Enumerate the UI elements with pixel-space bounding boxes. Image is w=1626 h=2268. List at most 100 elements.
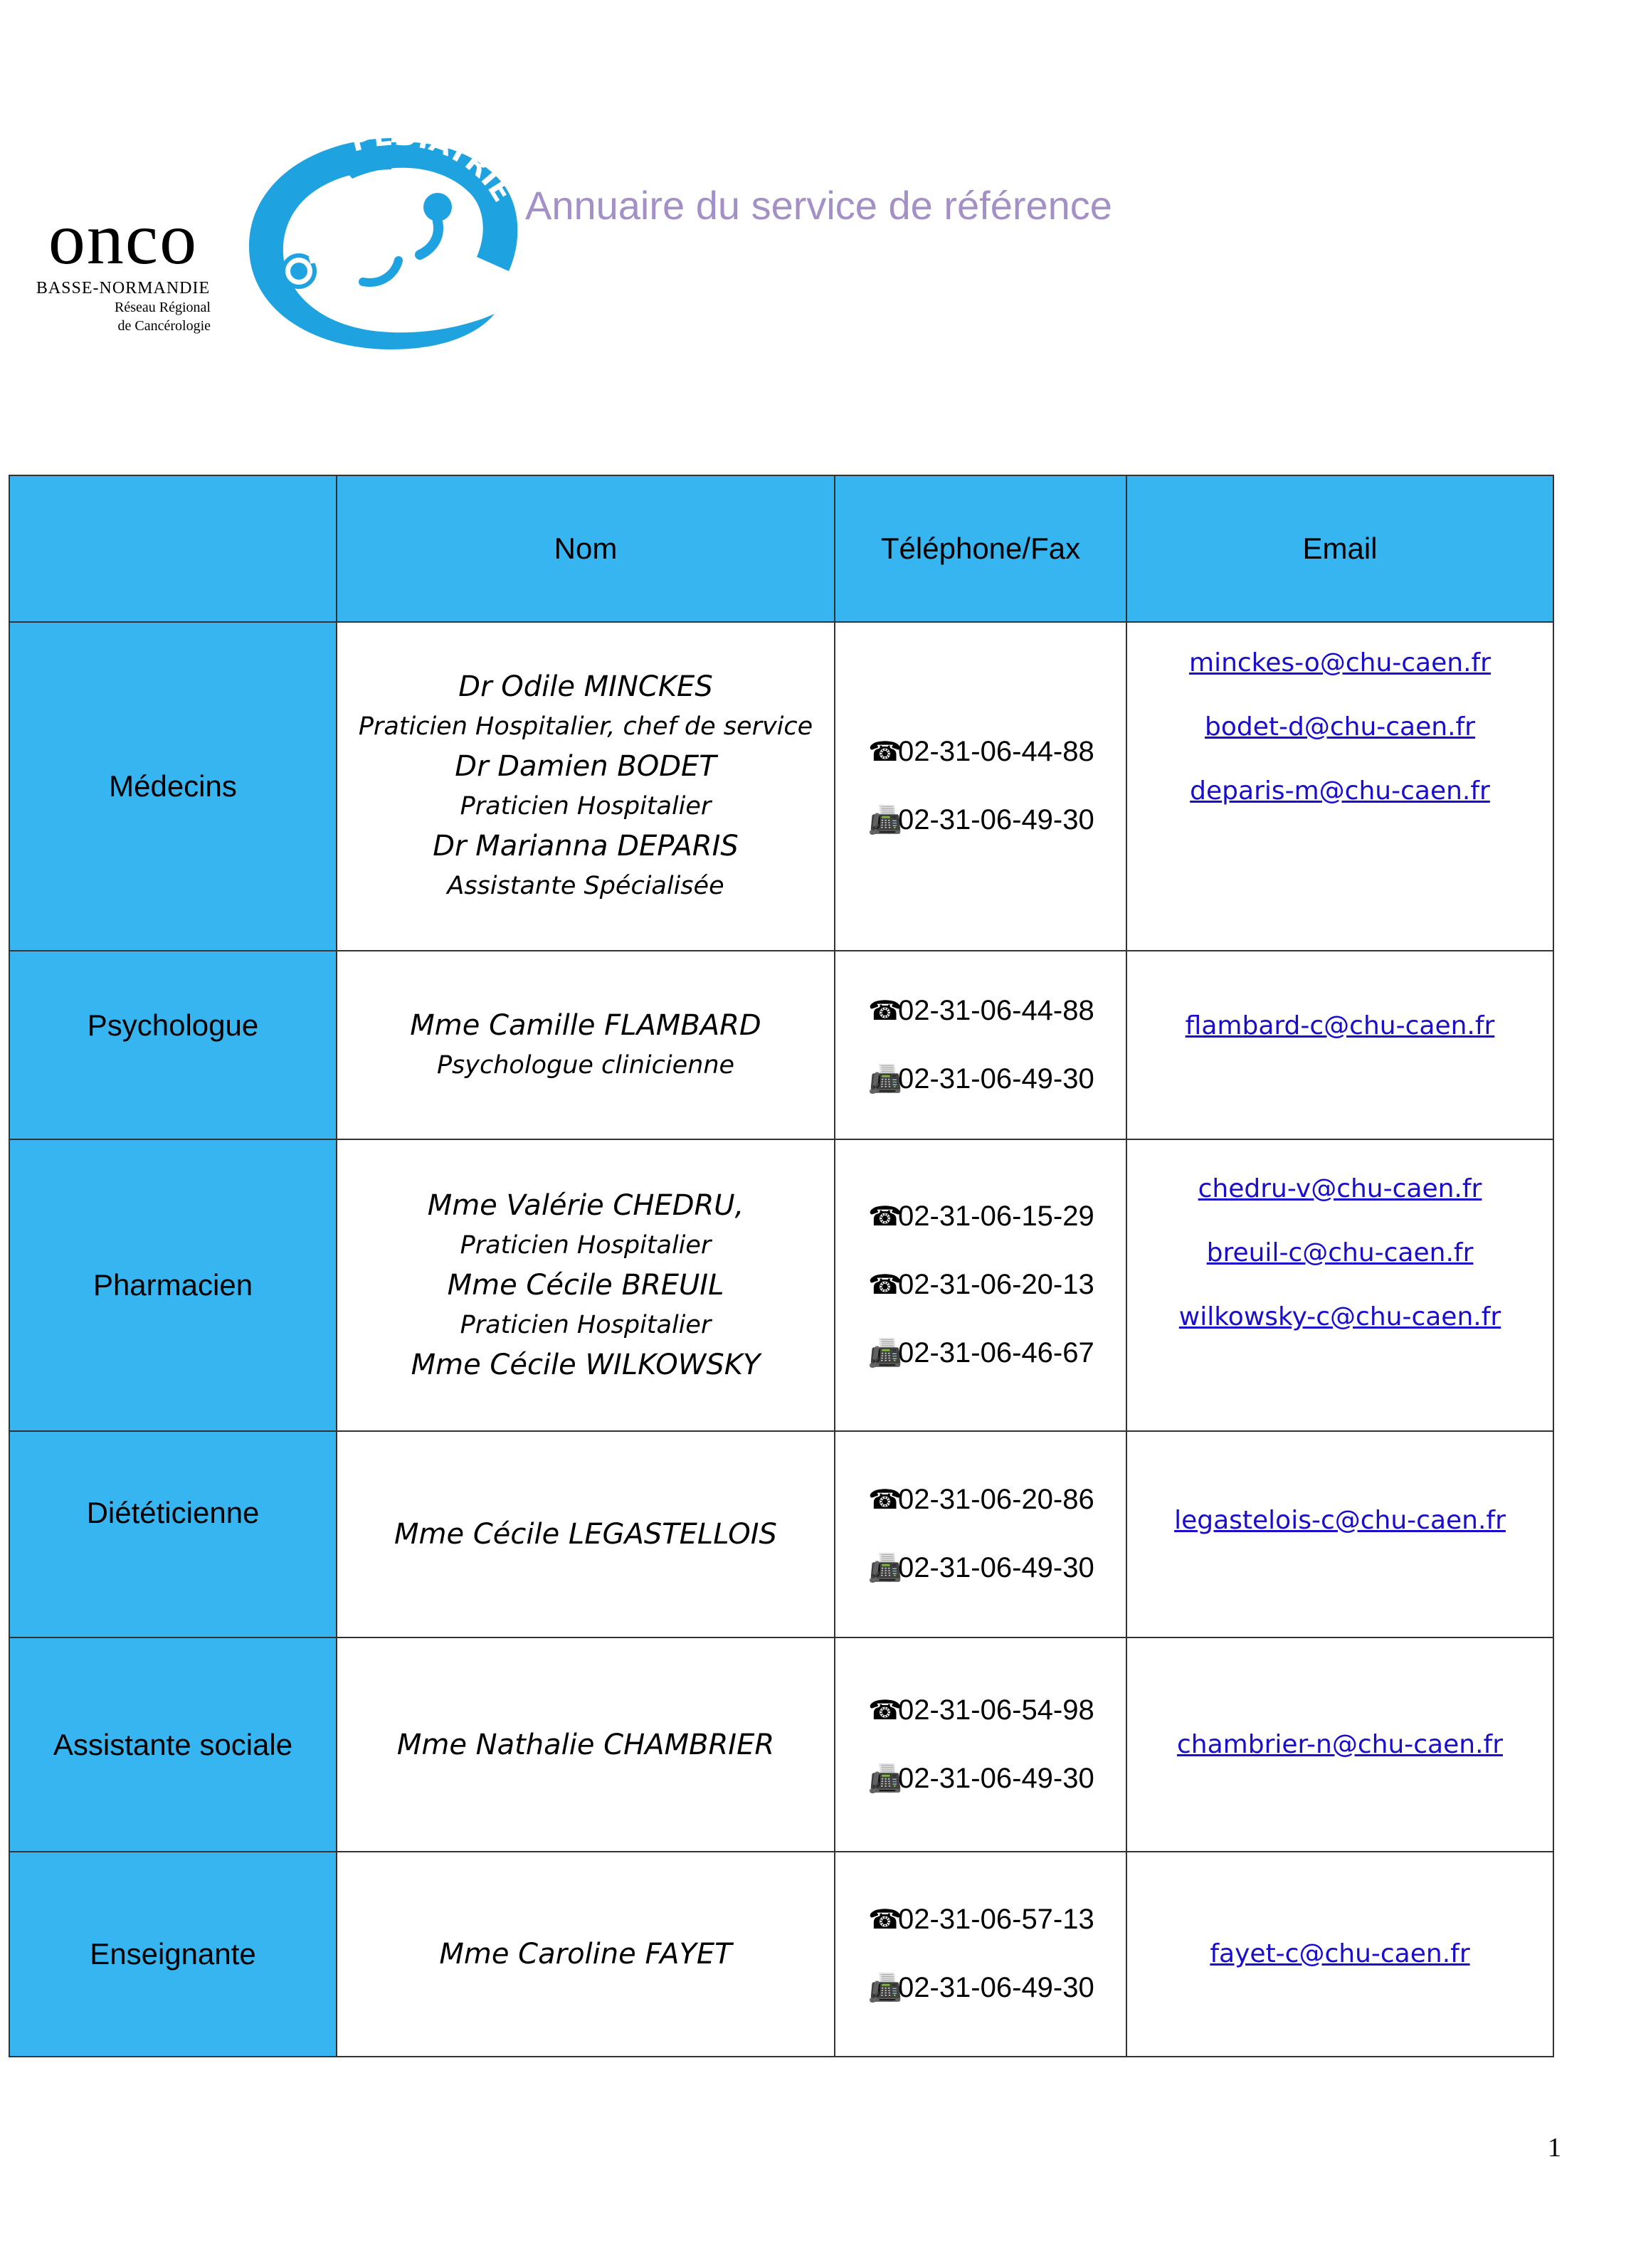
phones-cell: ☎02-31-06-57-13 📠02-31-06-49-30	[834, 1851, 1127, 2057]
phone-line: ☎02-31-06-15-29	[835, 1183, 1126, 1251]
fax-line: 📠02-31-06-49-30	[835, 1534, 1126, 1603]
names-cell: Dr Odile MINCKES Praticien Hospitalier, …	[336, 621, 835, 951]
column-header-phone: Téléphone/Fax	[834, 475, 1127, 623]
phone-line: ☎02-31-06-54-98	[835, 1677, 1126, 1745]
person-name: Mme Caroline FAYET	[439, 1938, 732, 1971]
person-title: Praticien Hospitalier, chef de service	[358, 712, 813, 741]
table-row: Assistante sociale Mme Nathalie CHAMBRIE…	[9, 1637, 1554, 1852]
phones-cell: ☎02-31-06-20-86 📠02-31-06-49-30	[834, 1430, 1127, 1638]
fax-icon: 📠	[868, 1339, 902, 1368]
fax-line: 📠02-31-06-49-30	[835, 786, 1126, 855]
phone-line: ☎02-31-06-20-13	[835, 1251, 1126, 1319]
email-link[interactable]: breuil-c@chu-caen.fr	[1206, 1238, 1474, 1267]
document-title: Annuaire du service de référence	[525, 183, 1112, 228]
fax-line: 📠02-31-06-49-30	[835, 1954, 1126, 2022]
page-number: 1	[1548, 2133, 1561, 2163]
fax-line: 📠02-31-06-49-30	[835, 1745, 1126, 1813]
role-cell: Psychologue	[9, 950, 337, 1140]
logo-network-line2: de Cancérologie	[117, 318, 211, 334]
phone-number: 02-31-06-54-98	[898, 1694, 1094, 1726]
fax-line: 📠02-31-06-46-67	[835, 1319, 1126, 1388]
names-cell: Mme Camille FLAMBARD Psychologue clinici…	[336, 950, 835, 1140]
fax-icon: 📠	[868, 1973, 902, 2003]
phone-icon: ☎	[868, 1270, 902, 1300]
person-name: Mme Camille FLAMBARD	[410, 1008, 761, 1042]
logo-word: onco	[48, 198, 199, 280]
person-title: Praticien Hospitalier	[460, 792, 712, 821]
onco-pediatrie-logo: onco BASSE-NORMANDIE Réseau Régional de …	[20, 132, 519, 360]
email-link[interactable]: flambard-c@chu-caen.fr	[1185, 1011, 1495, 1040]
emails-cell: flambard-c@chu-caen.fr	[1126, 950, 1554, 1140]
logo-network-line1: Réseau Régional	[115, 300, 211, 315]
names-cell: Mme Valérie CHEDRU, Praticien Hospitalie…	[336, 1139, 835, 1432]
fax-icon: 📠	[868, 1763, 902, 1794]
table-row: Diététicienne Mme Cécile LEGASTELLOIS ☎0…	[9, 1430, 1554, 1638]
role-cell: Médecins	[9, 621, 337, 951]
names-cell: Mme Nathalie CHAMBRIER	[336, 1637, 835, 1852]
phone-icon: ☎	[868, 1695, 902, 1726]
phone-number: 02-31-06-44-88	[898, 736, 1094, 767]
column-header-name: Nom	[336, 475, 835, 623]
phone-icon: ☎	[868, 1485, 902, 1515]
emails-cell: minckes-o@chu-caen.fr bodet-d@chu-caen.f…	[1126, 621, 1554, 951]
table-row: Psychologue Mme Camille FLAMBARD Psychol…	[9, 950, 1554, 1140]
table-header-row: Nom Téléphone/Fax Email	[9, 475, 1554, 623]
names-cell: Mme Caroline FAYET	[336, 1851, 835, 2057]
fax-icon: 📠	[868, 1554, 902, 1583]
role-cell: Diététicienne	[9, 1430, 337, 1638]
person-name: Mme Valérie CHEDRU,	[427, 1189, 744, 1222]
person-name: Mme Cécile BREUIL	[447, 1269, 724, 1302]
phones-cell: ☎02-31-06-44-88 📠02-31-06-49-30	[834, 621, 1127, 951]
emails-cell: fayet-c@chu-caen.fr	[1126, 1851, 1554, 2057]
table-row: Pharmacien Mme Valérie CHEDRU, Praticien…	[9, 1139, 1554, 1432]
emails-cell: legastelois-c@chu-caen.fr	[1126, 1430, 1554, 1638]
email-link[interactable]: fayet-c@chu-caen.fr	[1210, 1939, 1470, 1968]
email-link[interactable]: legastelois-c@chu-caen.fr	[1174, 1506, 1506, 1535]
role-cell: Enseignante	[9, 1851, 337, 2057]
phone-number: 02-31-06-20-13	[898, 1269, 1094, 1300]
person-name: Dr Odile MINCKES	[458, 670, 713, 703]
person-name: Dr Damien BODET	[455, 750, 717, 783]
email-link[interactable]: chedru-v@chu-caen.fr	[1198, 1174, 1482, 1203]
email-link[interactable]: wilkowsky-c@chu-caen.fr	[1178, 1302, 1501, 1331]
fax-line: 📠02-31-06-49-30	[835, 1045, 1126, 1114]
person-name: Mme Cécile LEGASTELLOIS	[394, 1518, 777, 1551]
email-link[interactable]: bodet-d@chu-caen.fr	[1205, 712, 1475, 742]
phones-cell: ☎02-31-06-15-29 ☎02-31-06-20-13 📠02-31-0…	[834, 1139, 1127, 1432]
person-title: Psychologue clinicienne	[436, 1050, 735, 1080]
fax-icon: 📠	[868, 1064, 902, 1095]
phone-icon: ☎	[868, 996, 902, 1026]
phones-cell: ☎02-31-06-54-98 📠02-31-06-49-30	[834, 1637, 1127, 1852]
fax-number: 02-31-06-49-30	[898, 1762, 1094, 1794]
fax-number: 02-31-06-49-30	[898, 1062, 1094, 1095]
logo-region: BASSE-NORMANDIE	[36, 279, 211, 297]
emails-cell: chedru-v@chu-caen.fr breuil-c@chu-caen.f…	[1126, 1139, 1554, 1432]
fax-icon: 📠	[868, 806, 902, 835]
column-header-email: Email	[1126, 475, 1554, 623]
phone-line: ☎02-31-06-44-88	[835, 977, 1126, 1045]
person-name: Mme Nathalie CHAMBRIER	[396, 1728, 775, 1761]
fax-number: 02-31-06-46-67	[898, 1337, 1094, 1368]
fax-number: 02-31-06-49-30	[898, 1552, 1094, 1583]
table-row: Médecins Dr Odile MINCKES Praticien Hosp…	[9, 621, 1554, 951]
service-directory-table: Nom Téléphone/Fax Email Médecins Dr Odil…	[9, 475, 1554, 2057]
email-link[interactable]: chambrier-n@chu-caen.fr	[1177, 1729, 1503, 1759]
person-title: Praticien Hospitalier	[460, 1231, 712, 1260]
phone-number: 02-31-06-57-13	[898, 1904, 1094, 1935]
emails-cell: chambrier-n@chu-caen.fr	[1126, 1637, 1554, 1852]
logo-text: onco BASSE-NORMANDIE Réseau Régional de …	[20, 198, 226, 335]
role-cell: Assistante sociale	[9, 1637, 337, 1852]
phone-icon: ☎	[868, 737, 902, 767]
phone-line: ☎02-31-06-57-13	[835, 1886, 1126, 1954]
phone-line: ☎02-31-06-44-88	[835, 718, 1126, 786]
table-row: Enseignante Mme Caroline FAYET ☎02-31-06…	[9, 1851, 1554, 2057]
pediatrie-emblem-icon: PÉDIATRIE	[249, 132, 519, 349]
person-title: Assistante Spécialisée	[447, 872, 724, 900]
column-header-role	[9, 475, 337, 623]
email-link[interactable]: deparis-m@chu-caen.fr	[1190, 776, 1490, 806]
email-link[interactable]: minckes-o@chu-caen.fr	[1189, 648, 1491, 677]
phone-number: 02-31-06-15-29	[898, 1201, 1094, 1232]
person-title: Praticien Hospitalier	[460, 1311, 712, 1339]
phone-number: 02-31-06-20-86	[898, 1484, 1094, 1515]
person-name: Mme Cécile WILKOWSKY	[411, 1349, 761, 1381]
